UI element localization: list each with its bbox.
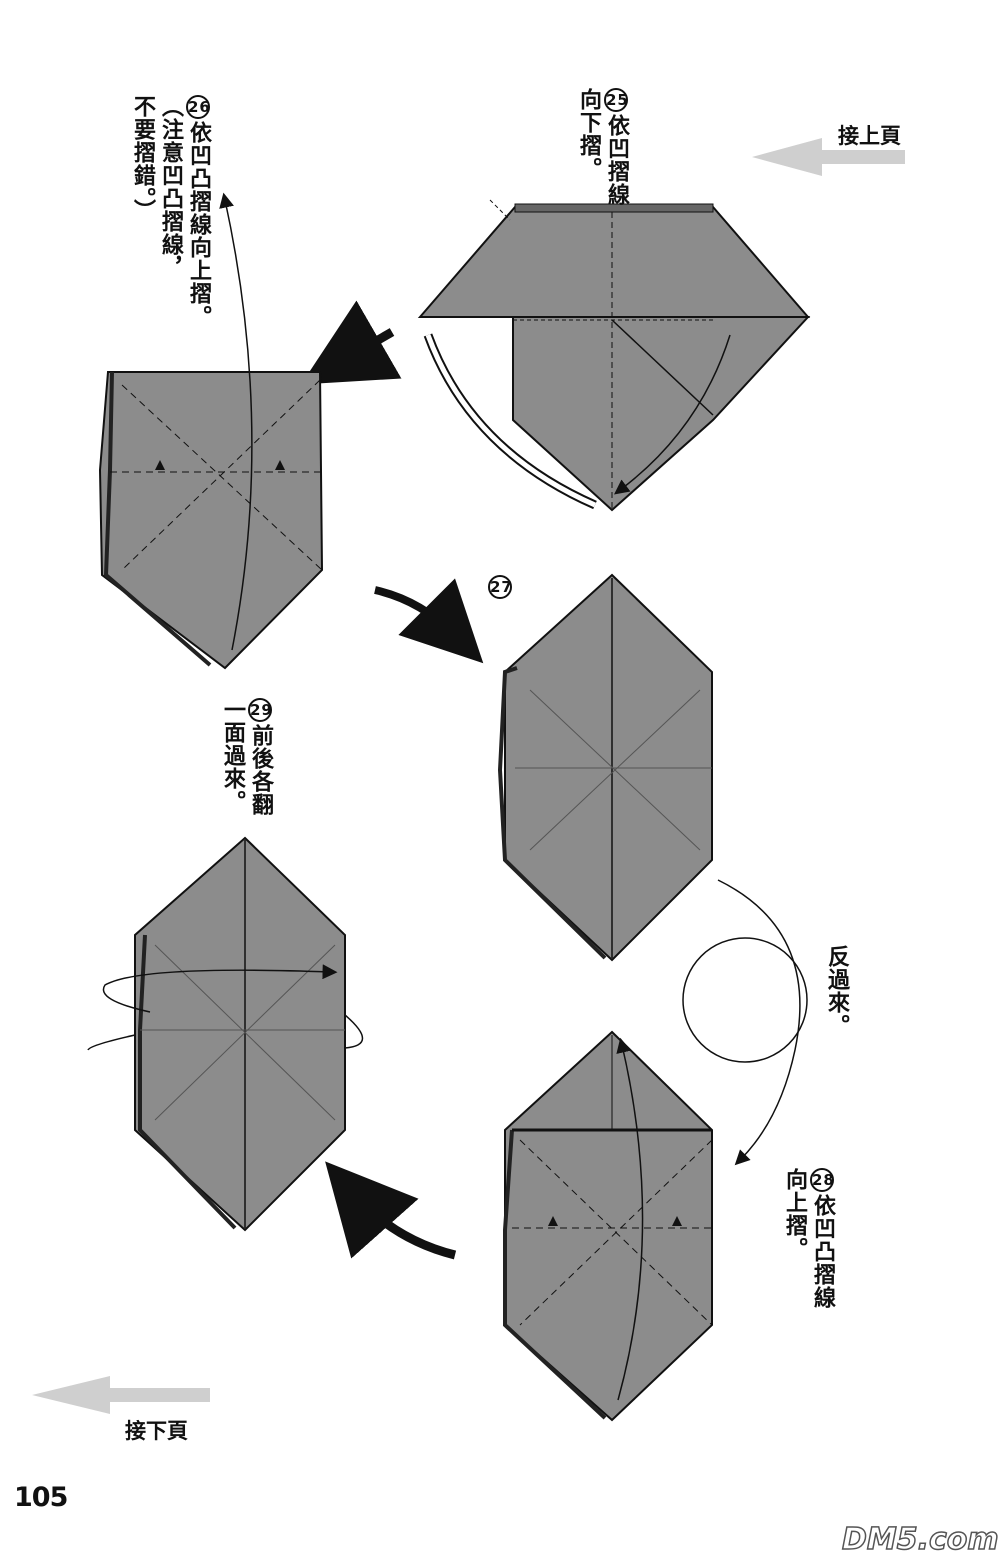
page-number: 105 bbox=[14, 1482, 68, 1513]
next-page-label: 接下頁 bbox=[125, 1419, 188, 1443]
step-29-figure bbox=[87, 836, 364, 1232]
turn-over-label: 反過來。 bbox=[824, 945, 849, 1037]
turn-over-symbol bbox=[682, 879, 808, 1166]
step-26-text: 26依凹凸摺線向上摺。（注意凹凸摺線，不要摺錯。） bbox=[128, 95, 212, 328]
prev-page-arrow bbox=[752, 138, 905, 176]
step-25-text: 25依凹摺線向下摺。 bbox=[574, 88, 630, 206]
step-25-line-1: 依凹摺線 bbox=[604, 114, 629, 206]
step-25-figure bbox=[417, 199, 811, 512]
step-29-text: 29前後各翻一面過來。 bbox=[218, 698, 274, 816]
step-26-line-3: 不要摺錯。） bbox=[130, 95, 155, 222]
step-28-line-1: 依凹凸摺線 bbox=[810, 1194, 835, 1309]
step-28-number: 28 bbox=[810, 1168, 834, 1192]
step-26-line-2: （注意凹凸摺線， bbox=[158, 95, 183, 279]
step-27-figure bbox=[497, 573, 713, 962]
step-27-text: 27 bbox=[486, 575, 514, 601]
step-27-number: 27 bbox=[488, 575, 512, 599]
step-26-figure bbox=[98, 192, 324, 670]
step-26-line-1: 依凹凸摺線向上摺。 bbox=[186, 121, 211, 328]
arrow-26-to-27 bbox=[374, 578, 484, 664]
step-29-line-1: 前後各翻 bbox=[248, 724, 273, 816]
arrow-28-to-29 bbox=[325, 1161, 457, 1260]
step-25-line-2: 向下摺。 bbox=[576, 88, 601, 180]
step-29-line-2: 一面過來。 bbox=[220, 698, 245, 813]
step-25-number: 25 bbox=[604, 88, 628, 112]
next-page-arrow bbox=[32, 1376, 210, 1414]
step-26-number: 26 bbox=[186, 95, 210, 119]
step-28-figure bbox=[503, 1030, 713, 1422]
prev-page-label: 接上頁 bbox=[838, 124, 901, 148]
step-28-line-2: 向上摺。 bbox=[782, 1168, 807, 1260]
arrow-25-to-26 bbox=[301, 300, 402, 385]
step-29-number: 29 bbox=[248, 698, 272, 722]
step-28-text: 28依凹凸摺線向上摺。 bbox=[780, 1168, 836, 1309]
watermark-logo: DM5.com bbox=[841, 1521, 999, 1558]
